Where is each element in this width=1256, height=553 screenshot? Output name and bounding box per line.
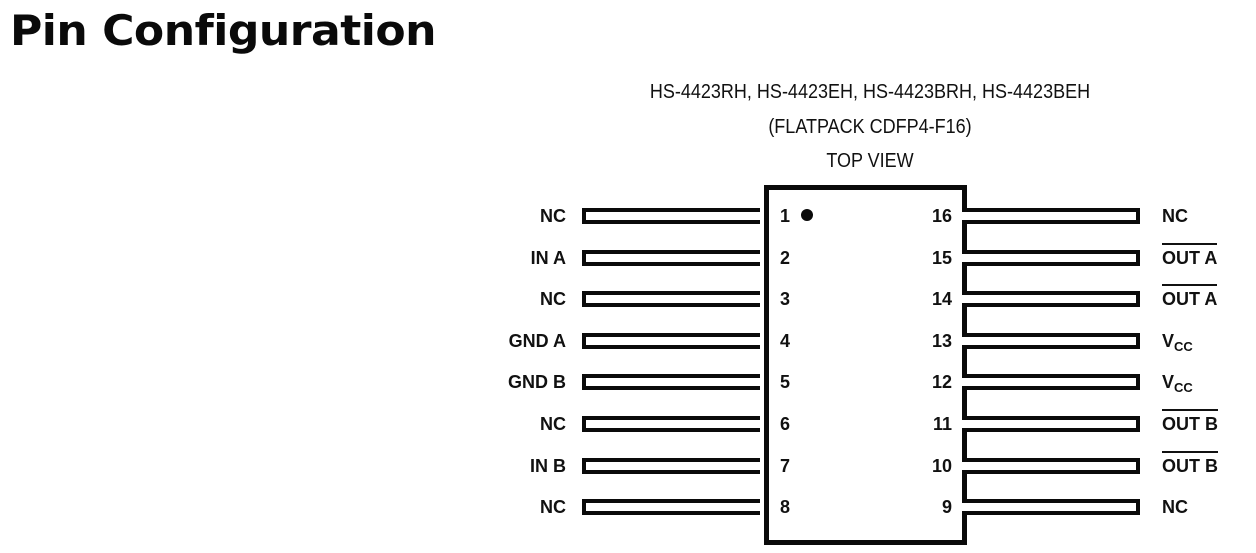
pin-lead — [582, 249, 760, 266]
pin-lead — [962, 374, 1140, 391]
pin-label-subscript: CC — [1174, 380, 1193, 396]
pin-label: NC — [1162, 207, 1188, 225]
pin-label: OUT B — [1162, 450, 1218, 476]
pin-number: 16 — [931, 206, 952, 226]
pin-lead — [962, 208, 1140, 224]
pin-label: VCC — [1162, 373, 1193, 394]
pin-label-text: NC — [540, 289, 566, 310]
pin-label-text: NC — [1162, 497, 1188, 518]
pin-lead — [962, 416, 1140, 432]
pin-lead — [582, 291, 760, 308]
pin-number: 10 — [931, 455, 952, 476]
pin-label-text: V — [1162, 330, 1175, 351]
pin-lead — [582, 332, 760, 349]
pin1-marker-icon — [801, 209, 813, 221]
pin-number: 12 — [931, 372, 952, 393]
package-type: (FLATPACK CDFP4-F16) — [768, 116, 972, 138]
pin-lead — [582, 208, 760, 224]
pin-label: NC — [440, 415, 566, 433]
pin-lead — [582, 457, 760, 474]
pin-lead — [962, 499, 1140, 516]
pin-number: 14 — [931, 289, 952, 310]
pin-label-text: GND B — [508, 372, 566, 393]
pin-number: 13 — [931, 330, 952, 351]
pin-number: 15 — [931, 247, 952, 268]
chip-body — [764, 185, 967, 545]
pin-label: OUT A — [1162, 242, 1218, 268]
pin-label: OUT B — [1162, 409, 1218, 433]
pin-label-text: NC — [1162, 206, 1188, 226]
pin-lead — [582, 374, 760, 391]
pin-number: 2 — [780, 247, 791, 268]
page-title: Pin Configuration — [10, 6, 437, 55]
pin-label-subscript: CC — [1174, 338, 1193, 354]
pin-number: 3 — [780, 289, 791, 310]
pin-lead — [962, 457, 1140, 474]
pin-label-text: OUT B — [1162, 414, 1218, 434]
pin-label-text: NC — [540, 414, 566, 434]
pin-lead — [582, 416, 760, 432]
pin-label-text: IN A — [530, 247, 566, 268]
pin-label-text: V — [1162, 372, 1175, 393]
pin-number: 11 — [932, 414, 952, 434]
pin-label-text: OUT A — [1162, 289, 1218, 310]
pin-label-text: NC — [540, 206, 566, 226]
pin-number: 7 — [780, 455, 791, 476]
pin-number: 5 — [780, 372, 791, 393]
pin-lead — [962, 249, 1140, 266]
pin-label: NC — [440, 290, 566, 308]
pin-label-text: GND A — [508, 330, 566, 351]
pin-number: 6 — [780, 414, 791, 434]
pin-lead — [582, 499, 760, 516]
pin-lead — [962, 291, 1140, 308]
pin-number: 9 — [941, 497, 952, 518]
pin-label: IN A — [440, 249, 566, 267]
pin-number: 4 — [780, 330, 791, 351]
pin-label: NC — [440, 498, 566, 516]
part-numbers: HS-4423RH, HS-4423EH, HS-4423BRH, HS-442… — [649, 81, 1091, 103]
pin-label: IN B — [440, 457, 566, 475]
pin-label: NC — [440, 207, 566, 225]
pin-label-text: OUT B — [1162, 455, 1218, 476]
pin-label-text: IN B — [530, 455, 566, 476]
view-label: TOP VIEW — [826, 150, 914, 172]
pin-lead — [962, 332, 1140, 349]
pin-label: NC — [1162, 498, 1188, 516]
pin-number: 8 — [780, 497, 791, 518]
pin-label-text: OUT A — [1162, 247, 1218, 268]
pin-label: GND B — [440, 373, 566, 391]
pin-number: 1 — [780, 206, 791, 226]
pin-label-text: NC — [540, 497, 566, 518]
pin-label: OUT A — [1162, 284, 1218, 310]
pin-label: VCC — [1162, 332, 1193, 353]
pin-label: GND A — [440, 332, 566, 350]
